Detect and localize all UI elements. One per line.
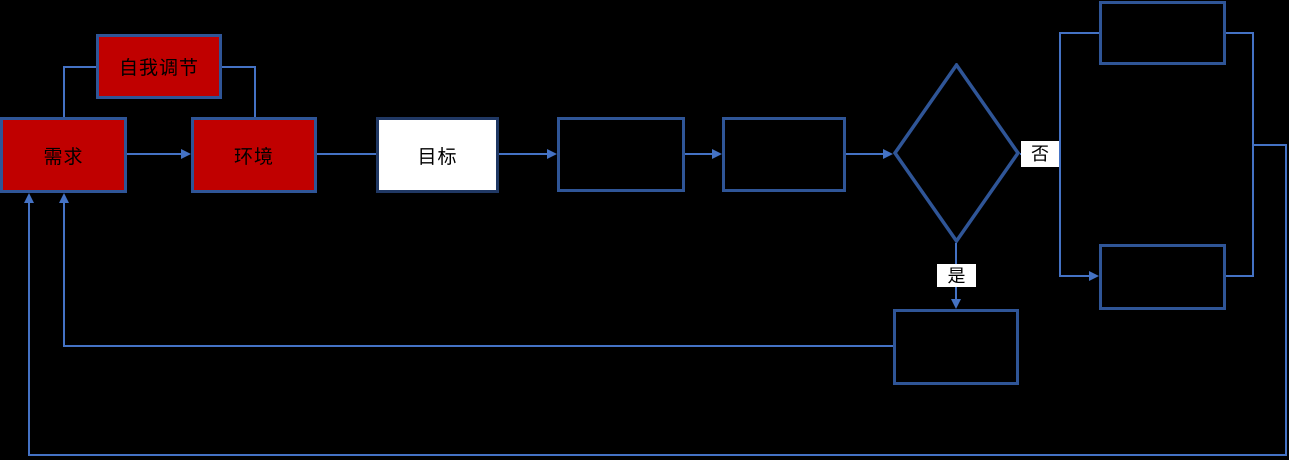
decision-diamond-shape — [892, 61, 1021, 245]
node-outcome-right — [1099, 244, 1226, 310]
arrowhead-need-environment — [181, 149, 191, 159]
connector-need-selfregulation-vertical — [63, 66, 65, 117]
node-process-2 — [722, 117, 846, 192]
node-self-regulation-label: 自我调节 — [118, 58, 199, 79]
connector-environment-goal — [317, 153, 376, 155]
connector-process1-process2 — [685, 153, 712, 155]
node-need-label: 需求 — [43, 146, 84, 168]
arrowhead-process2-decision — [883, 149, 893, 159]
connector-no-trunk-vertical — [1059, 32, 1061, 277]
node-process-1 — [557, 117, 685, 192]
node-goal: 目标 — [376, 117, 499, 193]
connector-outcomeright-rightvertical — [1226, 275, 1254, 277]
node-environment-label: 环境 — [233, 146, 274, 168]
edge-label-yes: 是 — [937, 264, 976, 287]
edge-label-no: 否 — [1021, 141, 1059, 167]
connector-trunk-outcometop — [1059, 32, 1099, 34]
connector-outcometop-rightvertical — [1226, 32, 1254, 34]
connector-need-selfregulation-horizontal — [63, 66, 97, 68]
node-goal-label: 目标 — [417, 146, 458, 168]
arrowhead-left-return-inner — [59, 193, 69, 203]
node-decision-diamond — [892, 61, 1021, 245]
connector-selfregulation-environment-horizontal — [222, 66, 256, 68]
arrowhead-process1-process2 — [712, 149, 722, 159]
connector-actionbottom-return — [64, 345, 893, 347]
node-outcome-top — [1099, 1, 1226, 65]
connector-process2-decision — [846, 153, 883, 155]
node-need: 需求 — [0, 117, 127, 193]
node-self-regulation: 自我调节 — [96, 34, 222, 99]
arrowhead-yes-actionbottom — [951, 299, 961, 309]
connector-left-return-outer — [28, 202, 30, 456]
connector-trunk-outcomeright — [1059, 275, 1090, 277]
connector-need-environment — [127, 153, 181, 155]
connector-bottom-return — [28, 454, 1287, 456]
arrowhead-goal-process1 — [547, 149, 557, 159]
connector-right-branch — [1252, 144, 1287, 146]
connector-goal-process1 — [499, 153, 547, 155]
arrowhead-left-return-outer — [24, 193, 34, 203]
arrowhead-trunk-outcomeright — [1089, 271, 1099, 281]
node-action-bottom — [893, 309, 1019, 385]
connector-selfregulation-environment-vertical — [254, 66, 256, 117]
node-environment: 环境 — [191, 117, 317, 193]
connector-left-return-inner — [63, 202, 65, 347]
connector-far-right-vertical — [1285, 144, 1287, 456]
connector-right-vertical — [1252, 32, 1254, 277]
